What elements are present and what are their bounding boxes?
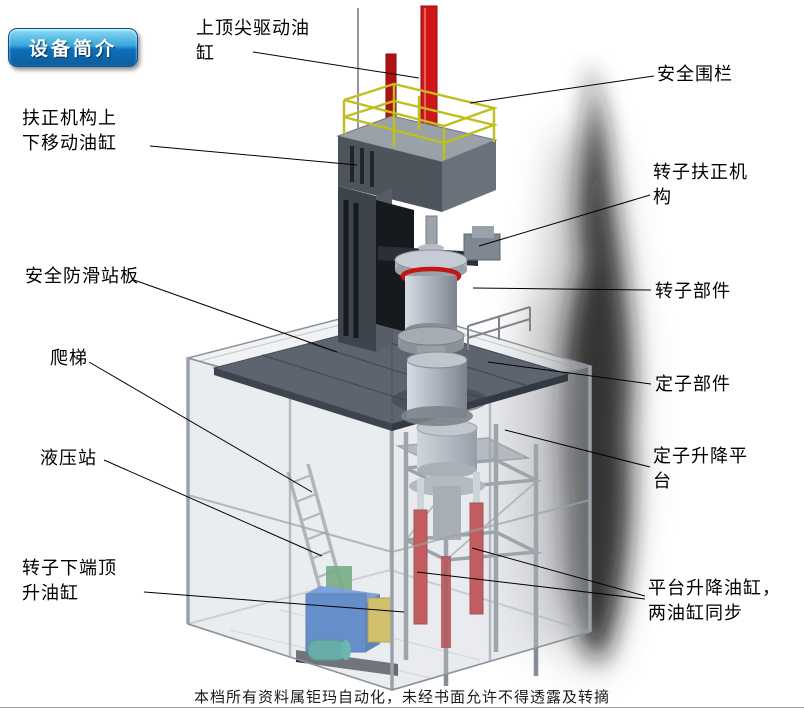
- top-spindle-cylinder-rods: [385, 5, 438, 135]
- press-tower: [336, 5, 499, 352]
- stator-column-lower: [409, 419, 485, 540]
- platform-side-railing: [467, 306, 531, 350]
- safety-fence-railing: [342, 82, 499, 160]
- bottom-divider: [0, 707, 804, 708]
- rotor-assembly: [378, 215, 501, 426]
- tower-column: [338, 186, 414, 352]
- tower-head-box: [336, 115, 498, 212]
- watermark-text: 本档所有资料属钜玛自动化，未经书面允许不得透露及转摘: [193, 688, 610, 706]
- title-badge: 设备简介: [8, 28, 138, 67]
